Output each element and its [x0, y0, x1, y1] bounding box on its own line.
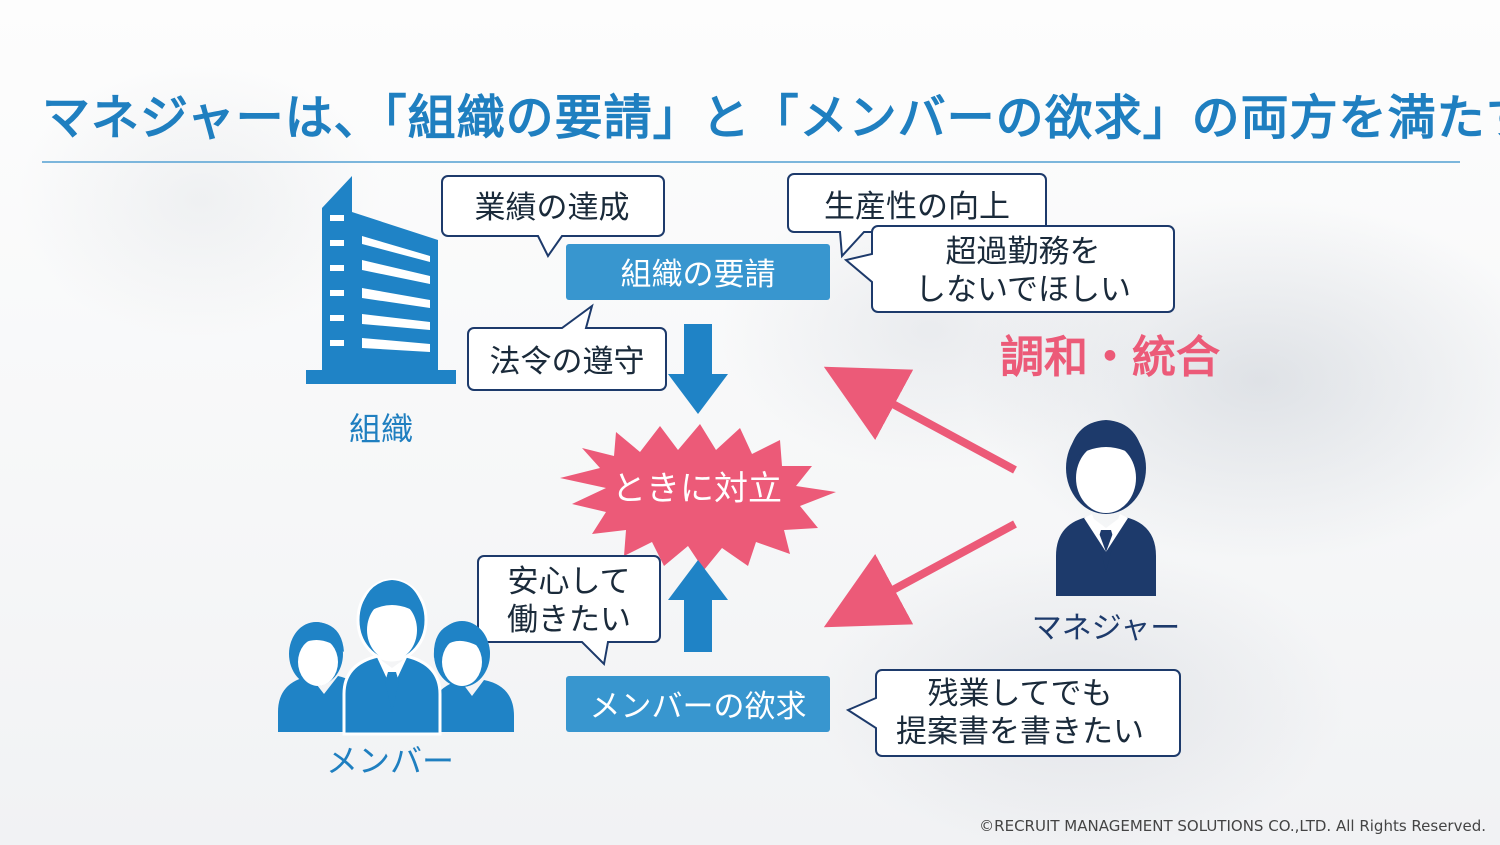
members-label: メンバー [326, 742, 454, 780]
svg-text:組織の要請: 組織の要請 [621, 257, 776, 293]
svg-text:超過勤務を: 超過勤務を [946, 234, 1101, 270]
manager-label: マネジャー [1032, 611, 1181, 646]
svg-text:法令の遵守: 法令の遵守 [490, 344, 645, 380]
bubble-no-overtime: 超過勤務を しないでほしい [843, 225, 1175, 313]
arrow-up-icon [668, 560, 728, 652]
bubble-achievement: 業績の達成 [441, 175, 665, 258]
svg-text:安心して: 安心して [507, 564, 630, 600]
members-icon [278, 578, 514, 736]
organization-request-box: 組織の要請 [566, 244, 830, 300]
svg-text:業績の達成: 業績の達成 [475, 190, 630, 226]
svg-text:生産性の向上: 生産性の向上 [824, 189, 1010, 225]
bubble-productivity: 生産性の向上 [787, 173, 1047, 259]
svg-text:提案書を書きたい: 提案書を書きたい [896, 714, 1144, 750]
svg-text:働きたい: 働きたい [507, 602, 631, 638]
conflict-burst: ときに対立 [560, 424, 836, 570]
organization-label: 組織 [349, 410, 413, 448]
copyright: ©RECRUIT MANAGEMENT SOLUTIONS CO.,LTD. A… [979, 817, 1486, 835]
manager-icon [1056, 420, 1156, 596]
title-divider [42, 161, 1460, 163]
svg-text:しないでほしい: しないでほしい [915, 272, 1131, 308]
building-icon [306, 176, 456, 384]
arrow-to-members [823, 520, 1017, 628]
svg-text:メンバーの欲求: メンバーの欲求 [590, 689, 807, 725]
bubble-secure: 安心して 働きたい [477, 555, 661, 667]
arrow-down-icon [668, 324, 728, 414]
svg-text:ときに対立: ときに対立 [612, 469, 782, 509]
bubble-compliance: 法令の遵守 [467, 303, 667, 391]
bubble-proposal: 残業してでも 提案書を書きたい [845, 669, 1181, 757]
arrow-to-organization [823, 366, 1017, 474]
page-title: マネジャーは、「組織の要請」と「メンバーの欲求」の両方を満たす [42, 90, 1500, 146]
svg-text:残業してでも: 残業してでも [927, 676, 1112, 712]
harmony-label: 調和・統合 [1000, 332, 1220, 383]
member-desire-box: メンバーの欲求 [566, 676, 830, 732]
